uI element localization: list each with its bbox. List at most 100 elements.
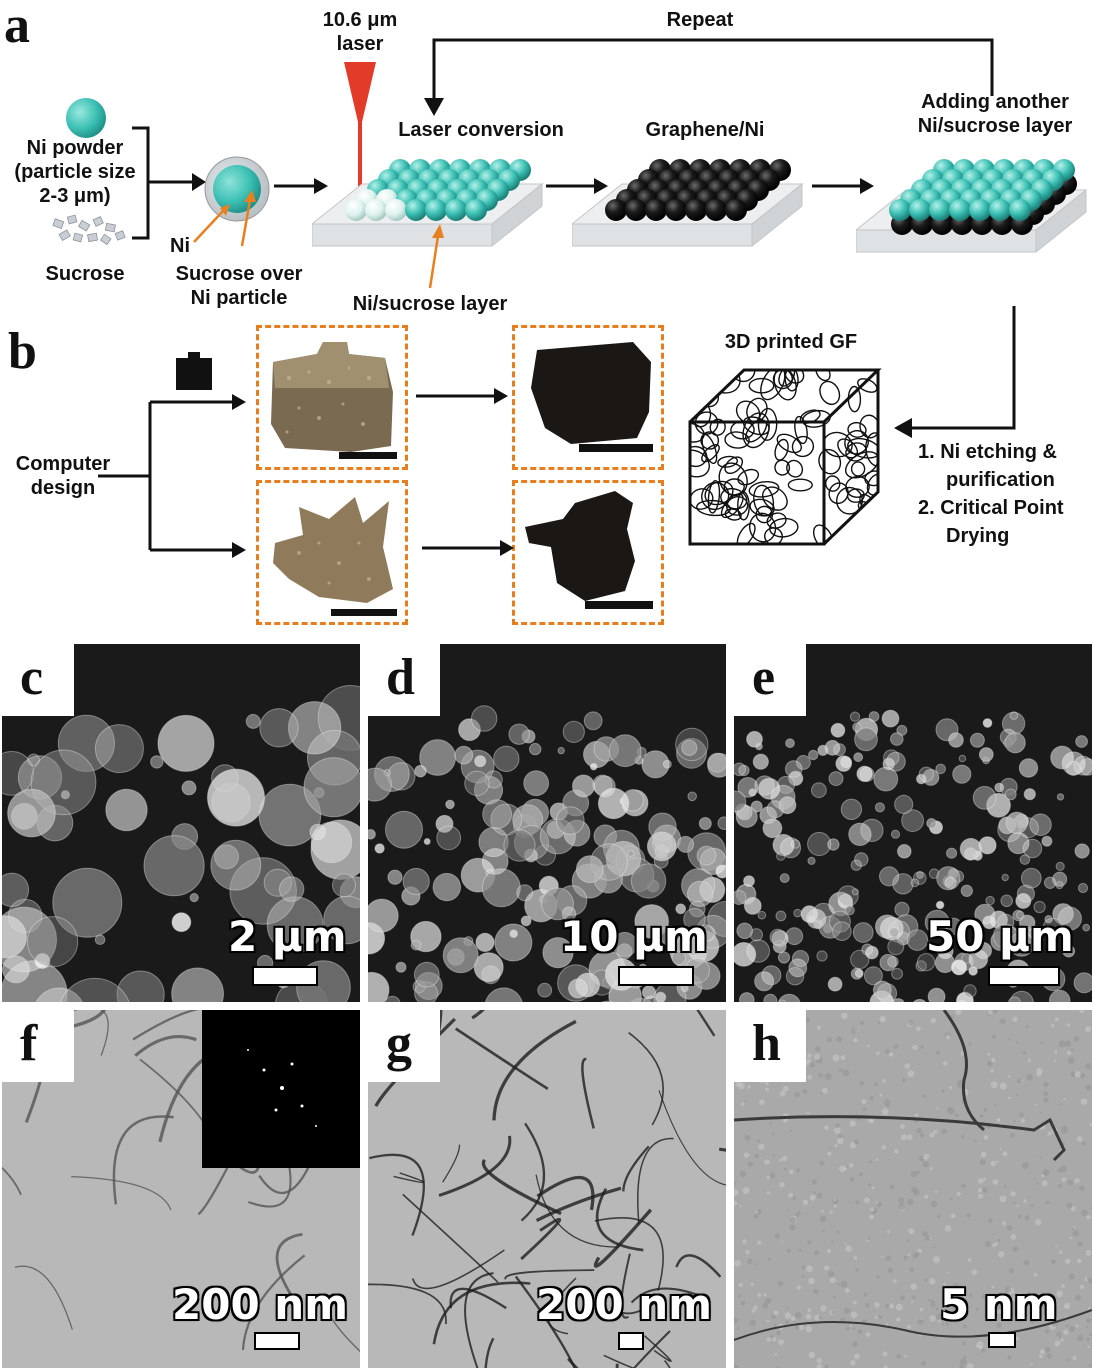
- etching-flow-arrow: [894, 306, 1016, 438]
- foam-cell: [769, 517, 799, 538]
- laser-conversion-label: Laser conversion: [398, 119, 564, 141]
- panel-b-letter: b: [8, 323, 37, 380]
- sucrose-label: Sucrose: [45, 263, 125, 285]
- foam-cell: [742, 412, 770, 449]
- ni-label: Ni: [170, 235, 190, 257]
- particle: [989, 199, 1011, 221]
- step-label-1: 1. Ni etching &: [918, 441, 1057, 463]
- foam-cell: [847, 437, 878, 459]
- laser-beam-icon: [344, 62, 376, 198]
- panel-letter-box: [2, 1010, 74, 1082]
- foam-cell: [858, 515, 878, 544]
- particle: [445, 199, 467, 221]
- micrograph-h: h: [734, 1010, 1092, 1368]
- photo-ni-sucrose-shape: [256, 480, 408, 625]
- ni-powder-sphere: [66, 98, 106, 138]
- step-label-4: Drying: [946, 525, 1010, 547]
- micrograph-image: [2, 644, 360, 1002]
- foam-cell: [735, 400, 761, 424]
- scale-bar-f: [254, 1332, 300, 1350]
- foam-cell: [815, 370, 831, 382]
- panel-h-letter: h: [752, 1015, 781, 1072]
- foam-cell: [749, 498, 775, 517]
- foam-cell: [690, 449, 711, 478]
- foam-cell: [724, 431, 750, 449]
- particle: [465, 199, 487, 221]
- photo-graphene-shape: [512, 480, 664, 625]
- branch-arrows: [98, 394, 246, 558]
- foam-cell: [791, 435, 815, 458]
- panel-c-letter: c: [20, 649, 44, 706]
- step-label-2: purification: [946, 469, 1055, 491]
- arrow-to-laser-stage: [274, 178, 328, 194]
- printed-gf-label: 3D printed GF: [724, 331, 858, 353]
- foam-cell: [707, 479, 721, 514]
- particle: [969, 199, 991, 221]
- foam-cell: [847, 421, 867, 438]
- repeat-label: Repeat: [666, 9, 734, 31]
- graphene-ni-label: Graphene/Ni: [645, 119, 765, 141]
- particle: [929, 199, 951, 221]
- micrograph-c: c: [2, 644, 360, 1002]
- panel-letter-box: [368, 1010, 440, 1082]
- scale-label-d: 10 μm: [560, 912, 708, 961]
- particle: [365, 199, 387, 221]
- ni-powder-label-1: Ni powder: [26, 137, 124, 159]
- foam-cell: [778, 370, 796, 387]
- orange-pointer-arrows: [193, 190, 256, 247]
- foam-cell: [717, 455, 739, 468]
- foam-cell: [724, 456, 744, 475]
- scale-bar-e: [988, 966, 1060, 986]
- foam-cell: [859, 414, 878, 439]
- micrograph-d: d: [368, 644, 726, 1002]
- arrow-to-layer-stage: [812, 178, 874, 194]
- panel-letter-box: [2, 644, 74, 716]
- adding-layer-label-1: Adding another: [921, 91, 1069, 113]
- foam-cell: [774, 438, 789, 461]
- micrograph-image: [368, 1010, 726, 1368]
- particle: [645, 199, 667, 221]
- foam-cell: [786, 459, 804, 478]
- panel-d-letter: d: [386, 649, 415, 706]
- panel-letter-box: [734, 644, 806, 716]
- foam-cell: [761, 486, 788, 511]
- panel-f-letter: f: [20, 1015, 38, 1072]
- foam-cell: [757, 407, 778, 441]
- micrograph-image: [734, 644, 1092, 1002]
- foam-cell: [794, 415, 808, 445]
- foam-cell: [787, 478, 813, 492]
- stage-graphene-ni: [572, 159, 804, 248]
- stage-laser-conversion: [312, 159, 544, 248]
- scale-label-f: 200 nm: [172, 1280, 348, 1329]
- foam-cell: [784, 370, 799, 392]
- scale-label-e: 50 μm: [926, 912, 1074, 961]
- scale-label-g: 200 nm: [536, 1280, 712, 1329]
- arrow-photo-bottom: [422, 540, 514, 556]
- scale-bar-d: [618, 966, 694, 986]
- foam-cell: [720, 493, 744, 519]
- panel-letter-box: [368, 644, 440, 716]
- particle: [425, 199, 447, 221]
- foam-cell: [835, 486, 864, 515]
- particle: [889, 199, 911, 221]
- foam-cell: [773, 370, 797, 401]
- foam-cell: [736, 522, 756, 544]
- laser-label-2: laser: [336, 33, 384, 55]
- foam-cell: [701, 444, 720, 463]
- particle: [705, 199, 727, 221]
- foam-cell: [819, 380, 841, 406]
- foam-cell: [755, 505, 774, 524]
- foam-cell: [690, 445, 708, 468]
- micrograph-image: [368, 644, 726, 1002]
- panel-e-letter: e: [752, 649, 776, 706]
- particle: [725, 199, 747, 221]
- ni-powder-label-3: 2-3 μm): [39, 185, 111, 207]
- particle: [1009, 199, 1031, 221]
- panel-a-letter: a: [4, 0, 30, 54]
- sucrose-crystals: [52, 214, 126, 246]
- panel-letter-box: [734, 1010, 806, 1082]
- foam-cell: [866, 473, 878, 496]
- ni-powder-label-2: (particle size: [14, 161, 136, 183]
- step-label-3: 2. Critical Point: [918, 497, 1064, 519]
- sucrose-over-ni-label-2: Ni particle: [190, 287, 288, 309]
